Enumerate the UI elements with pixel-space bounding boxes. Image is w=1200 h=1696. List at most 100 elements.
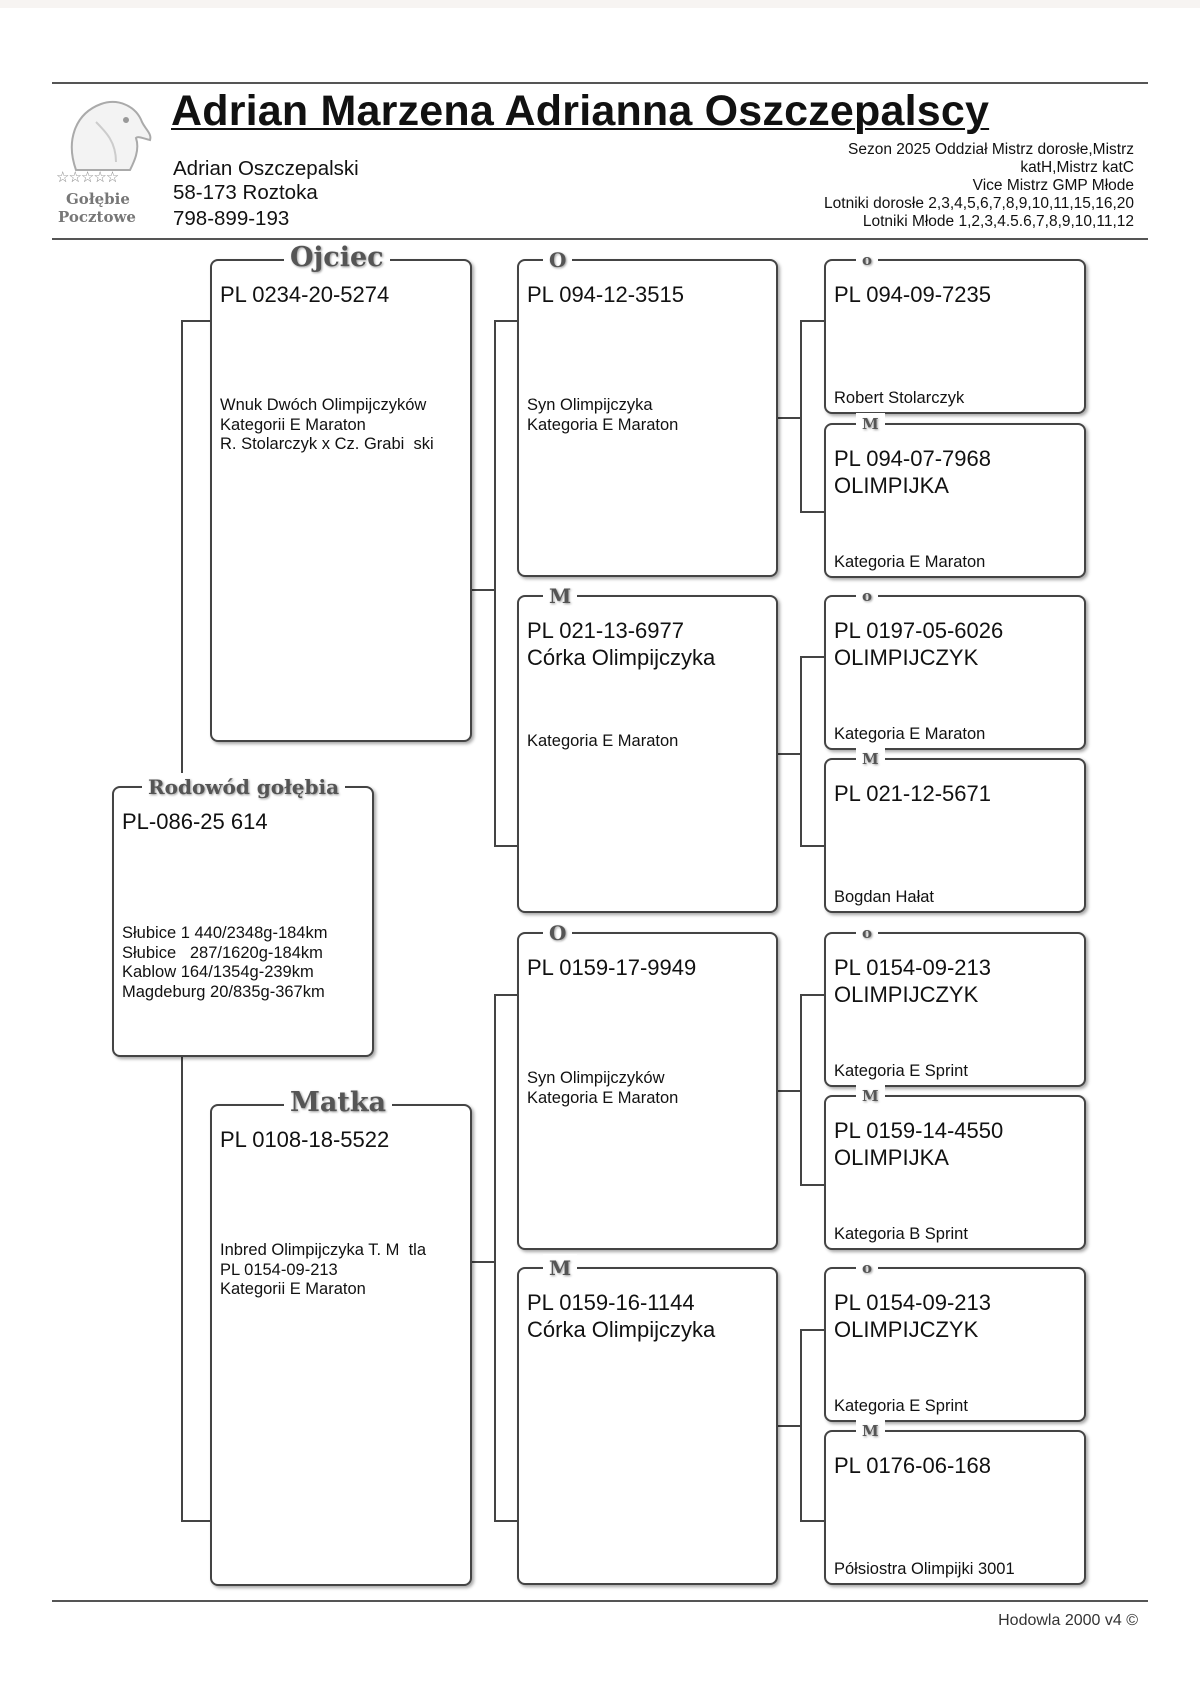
description-line: Kategoria E Maraton <box>834 552 986 571</box>
pigeon-head-icon <box>70 101 152 171</box>
achievement-line: Lotniki dorosłe 2,3,4,5,6,7,8,9,10,11,15… <box>824 195 1134 212</box>
owner-name: Adrian Oszczepalski <box>173 157 359 180</box>
ring-number: PL 094-12-3515 <box>527 282 684 307</box>
logo: ☆☆☆☆☆ Gołębie Pocztowe <box>56 92 160 228</box>
bird-description: Kategoria E Sprint <box>834 1397 968 1417</box>
header-bottom-rule <box>52 238 1148 240</box>
description-line: Kategoria E Maraton <box>527 415 679 434</box>
ring-number: PL 0159-14-4550 <box>834 1118 1004 1143</box>
description-line: Inbred Olimpijczyka T. M tla <box>220 1241 427 1259</box>
description-line: Syn Olimpijczyków <box>527 1069 665 1087</box>
box-label: M <box>856 413 885 435</box>
ring-number: PL 0234-20-5274 <box>220 282 390 307</box>
description-line: Wnuk Dwóch Olimpijczyków <box>220 396 427 414</box>
description-line: Kategoria E Maraton <box>834 724 986 743</box>
description-line: R. Stolarczyk x Cz. Grabi ski <box>220 435 434 453</box>
bird-description: Półsiostra Olimpijki 3001 <box>834 1560 1015 1580</box>
bird-title: OLIMPIJKA <box>834 1145 949 1170</box>
description-line: Słubice 1 440/2348g-184km <box>122 924 328 942</box>
owner-phone: 798-899-193 <box>173 207 290 230</box>
achievement-line: katH,Mistrz katC <box>1020 159 1134 176</box>
ring-block: PL 021-12-5671 <box>834 780 991 807</box>
description-line: PL 0154-09-213 <box>220 1260 338 1279</box>
ring-block: PL 0176-06-168 <box>834 1452 991 1479</box>
ring-number: PL 094-07-7968 <box>834 446 991 471</box>
ring-block: PL 094-12-3515 <box>527 281 684 308</box>
breeder-title: Adrian Marzena Adrianna Oszczepalscy <box>171 87 990 135</box>
bird-description: Kategoria B Sprint <box>834 1225 968 1245</box>
box-label: o <box>856 1257 879 1279</box>
bird-title: OLIMPIJCZYK <box>834 982 979 1007</box>
bird-title: OLIMPIJCZYK <box>834 645 979 670</box>
box-label: M <box>856 748 885 770</box>
footer-rule <box>52 1600 1148 1602</box>
description-line: Kategoria B Sprint <box>834 1224 968 1243</box>
description-line: Kategoria E Sprint <box>834 1061 968 1080</box>
box-label: o <box>856 922 879 944</box>
ring-block: PL 0234-20-5274 <box>220 281 389 308</box>
bird-title: Córka Olimpijczyka <box>527 645 716 670</box>
achievement-line: Vice Mistrz GMP Młode <box>972 177 1134 194</box>
ring-number: PL 0108-18-5522 <box>220 1127 390 1152</box>
description-line: Kategoria E Maraton <box>527 1088 679 1107</box>
bird-description: Bogdan Hałat <box>834 888 934 908</box>
box-label: Ojciec <box>284 241 390 275</box>
description-line: Kablow 164/1354g-239km <box>122 963 314 981</box>
box-label: Rodowód gołębia <box>142 773 346 801</box>
box-label: o <box>856 585 879 607</box>
ring-block: PL 0159-17-9949 <box>527 954 696 981</box>
header-top-rule <box>52 82 1148 84</box>
description-line: Kategoria E Maraton <box>527 732 679 750</box>
description-line: Syn Olimpijczyka <box>527 396 653 414</box>
bird-description: Robert Stolarczyk <box>834 389 964 409</box>
box-label: O <box>543 246 573 274</box>
bird-description: Kategoria E Maraton <box>834 553 985 573</box>
ring-number: PL 021-12-5671 <box>834 781 991 806</box>
box-label: o <box>856 249 879 271</box>
ring-number: PL 0154-09-213 <box>834 1290 991 1315</box>
ring-number: PL 094-09-7235 <box>834 282 991 307</box>
bird-title: OLIMPIJCZYK <box>834 1317 979 1342</box>
description-line: Słubice 287/1620g-184km <box>122 943 323 962</box>
logo-stars: ☆☆☆☆☆ <box>56 169 119 186</box>
bird-title: Córka Olimpijczyka <box>527 1317 716 1342</box>
box-label: O <box>543 919 573 947</box>
footer-credit: Hodowla 2000 v4 © <box>998 1612 1138 1629</box>
ring-block: PL 094-09-7235 <box>834 281 991 308</box>
ring-number: PL-086-25 614 <box>122 809 268 834</box>
description-line: Bogdan Hałat <box>834 887 934 906</box>
bird-title: OLIMPIJKA <box>834 473 949 498</box>
ring-block: PL 0108-18-5522 <box>220 1126 389 1153</box>
ring-number: PL 0159-16-1144 <box>527 1290 695 1315</box>
bird-description: Kategoria E Maraton <box>834 725 985 745</box>
bird-description: Kategoria E Sprint <box>834 1062 968 1082</box>
description-line: Magdeburg 20/835g-367km <box>122 982 325 1001</box>
ring-number: PL 0159-17-9949 <box>527 955 697 980</box>
description-line: Półsiostra Olimpijki 3001 <box>834 1559 1015 1578</box>
description-line: Robert Stolarczyk <box>834 388 965 407</box>
description-line: Kategoria E Sprint <box>834 1396 968 1415</box>
box-label: M <box>856 1420 885 1442</box>
